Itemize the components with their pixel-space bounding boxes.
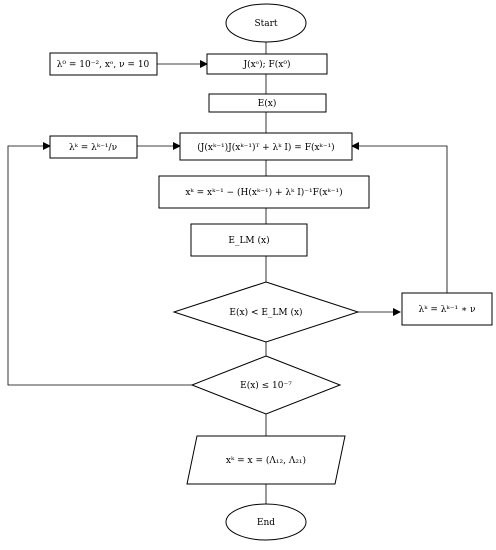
decision-compare-diamond	[172, 281, 360, 343]
jacobian-box	[206, 53, 328, 75]
decision-compare-label: E(x) < E_LM (x)	[229, 307, 302, 318]
error-node: E(x)	[208, 93, 327, 113]
decision-tolerance-diamond	[190, 355, 342, 415]
init-params-box	[49, 52, 158, 76]
arrow-tolerance-loop-to-lambda-divide	[7, 142, 206, 386]
start-terminal	[225, 3, 307, 43]
lambda-multiply-box	[401, 292, 493, 326]
error-lm-node: E_LM (x)	[190, 223, 308, 257]
error-lm-box	[190, 223, 308, 257]
end-node: End	[225, 503, 307, 541]
connectors	[7, 42, 448, 504]
lambda-divide-node: λᵏ = λᵏ⁻¹/ν	[49, 135, 138, 159]
update-node: xᵏ = xᵏ⁻¹ − (H(xᵏ⁻¹) + λᵏ I)⁻¹F(xᵏ⁻¹)	[158, 175, 370, 209]
jacobian-node: J(xᵒ); F(x⁰)	[206, 53, 328, 75]
arrow-lambda-multiply-to-normal	[351, 142, 448, 293]
init-params-label: λ⁰ = 10⁻², xᵒ, ν = 10	[57, 60, 150, 70]
end-label: End	[257, 518, 275, 528]
result-parallelogram	[186, 435, 346, 485]
update-box	[158, 175, 370, 209]
lambda-divide-box	[49, 135, 138, 159]
jacobian-label: J(xᵒ); F(x⁰)	[242, 59, 290, 70]
decision-tolerance-label: E(x) ≤ 10⁻⁷	[240, 380, 292, 391]
normal-equation-box	[179, 132, 353, 161]
decision-tolerance-node: E(x) ≤ 10⁻⁷	[190, 355, 342, 415]
error-label: E(x)	[258, 98, 277, 109]
result-label: xᵏ = x = (Λ₁₂, Λ₂₁)	[226, 455, 306, 466]
lambda-multiply-label: λᵏ = λᵏ⁻¹ ∗ ν	[419, 305, 476, 315]
decision-compare-node: E(x) < E_LM (x)	[172, 281, 360, 343]
normal-equation-node: (J(xᵏ⁻¹)J(xᵏ⁻¹)ᵀ + λᵏ I) = F(xᵏ⁻¹)	[179, 132, 353, 161]
end-terminal	[225, 503, 307, 541]
update-label: xᵏ = xᵏ⁻¹ − (H(xᵏ⁻¹) + λᵏ I)⁻¹F(xᵏ⁻¹)	[185, 187, 342, 198]
lambda-multiply-node: λᵏ = λᵏ⁻¹ ∗ ν	[401, 292, 493, 326]
init-params-node: λ⁰ = 10⁻², xᵒ, ν = 10	[49, 52, 158, 76]
normal-equation-label: (J(xᵏ⁻¹)J(xᵏ⁻¹)ᵀ + λᵏ I) = F(xᵏ⁻¹)	[197, 142, 334, 153]
error-lm-label: E_LM (x)	[228, 235, 269, 246]
lambda-divide-label: λᵏ = λᵏ⁻¹/ν	[69, 143, 117, 153]
start-node: Start	[225, 3, 307, 43]
result-node: xᵏ = x = (Λ₁₂, Λ₂₁)	[186, 435, 346, 485]
start-label: Start	[254, 19, 277, 29]
error-box	[208, 93, 327, 113]
